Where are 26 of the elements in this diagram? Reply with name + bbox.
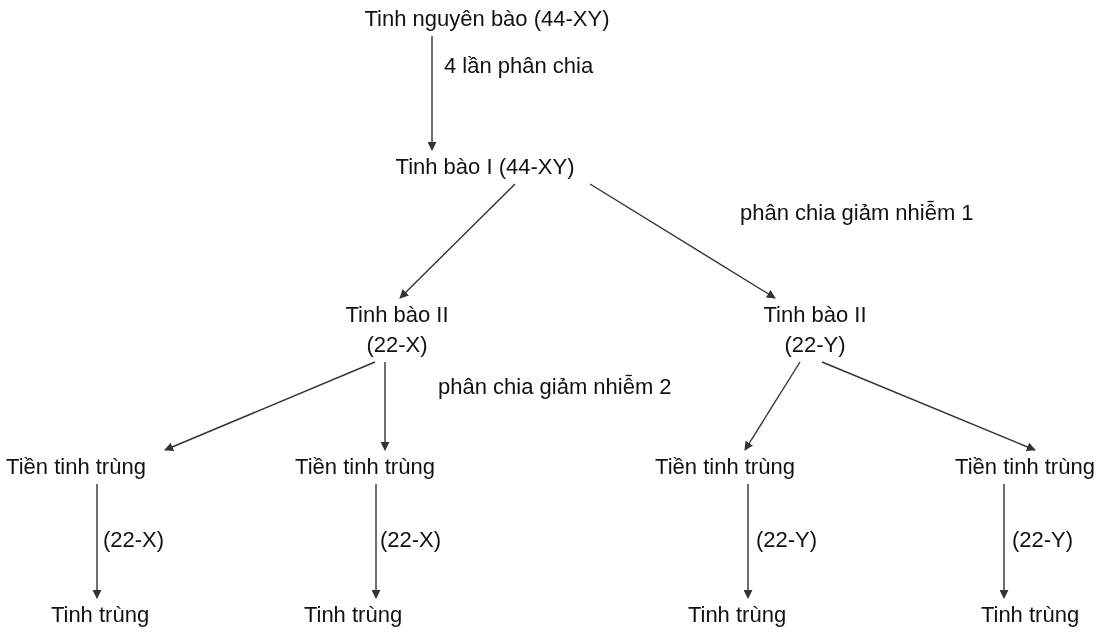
text-label: Tinh trùng (667, 600, 807, 630)
text-label: Tinh trùng (960, 600, 1100, 630)
arrow (744, 361, 801, 451)
edge-label: 4 lần phân chia (444, 53, 594, 79)
text-label: Tinh trùng (30, 600, 170, 630)
arrow (371, 483, 381, 599)
arrow (821, 361, 1036, 452)
text-label: Tiền tinh trùng (0, 452, 154, 482)
arrow (589, 183, 776, 299)
arrow (999, 483, 1009, 599)
text-label: Tiền tinh trùng (940, 452, 1107, 482)
text-label: Tiền tinh trùng (630, 452, 820, 482)
text-label: Tinh bào II (22-X) (332, 300, 462, 360)
note-text: phân chia giảm nhiễm 2 (438, 374, 672, 400)
arrow (743, 483, 753, 599)
arrow (92, 483, 102, 599)
arrow (399, 183, 516, 299)
text-label: Tinh bào II (22-Y) (750, 300, 880, 360)
text-label: Tiền tinh trùng (270, 452, 460, 482)
text-label: Tinh bào I (44-XY) (355, 152, 615, 182)
arrow (427, 35, 437, 151)
note-text: phân chia giảm nhiễm 1 (740, 200, 974, 226)
arrow (164, 361, 376, 451)
text-label: Tinh trùng (283, 600, 423, 630)
text-label: Tinh nguyên bào (44-XY) (327, 4, 647, 34)
arrow (380, 361, 390, 451)
